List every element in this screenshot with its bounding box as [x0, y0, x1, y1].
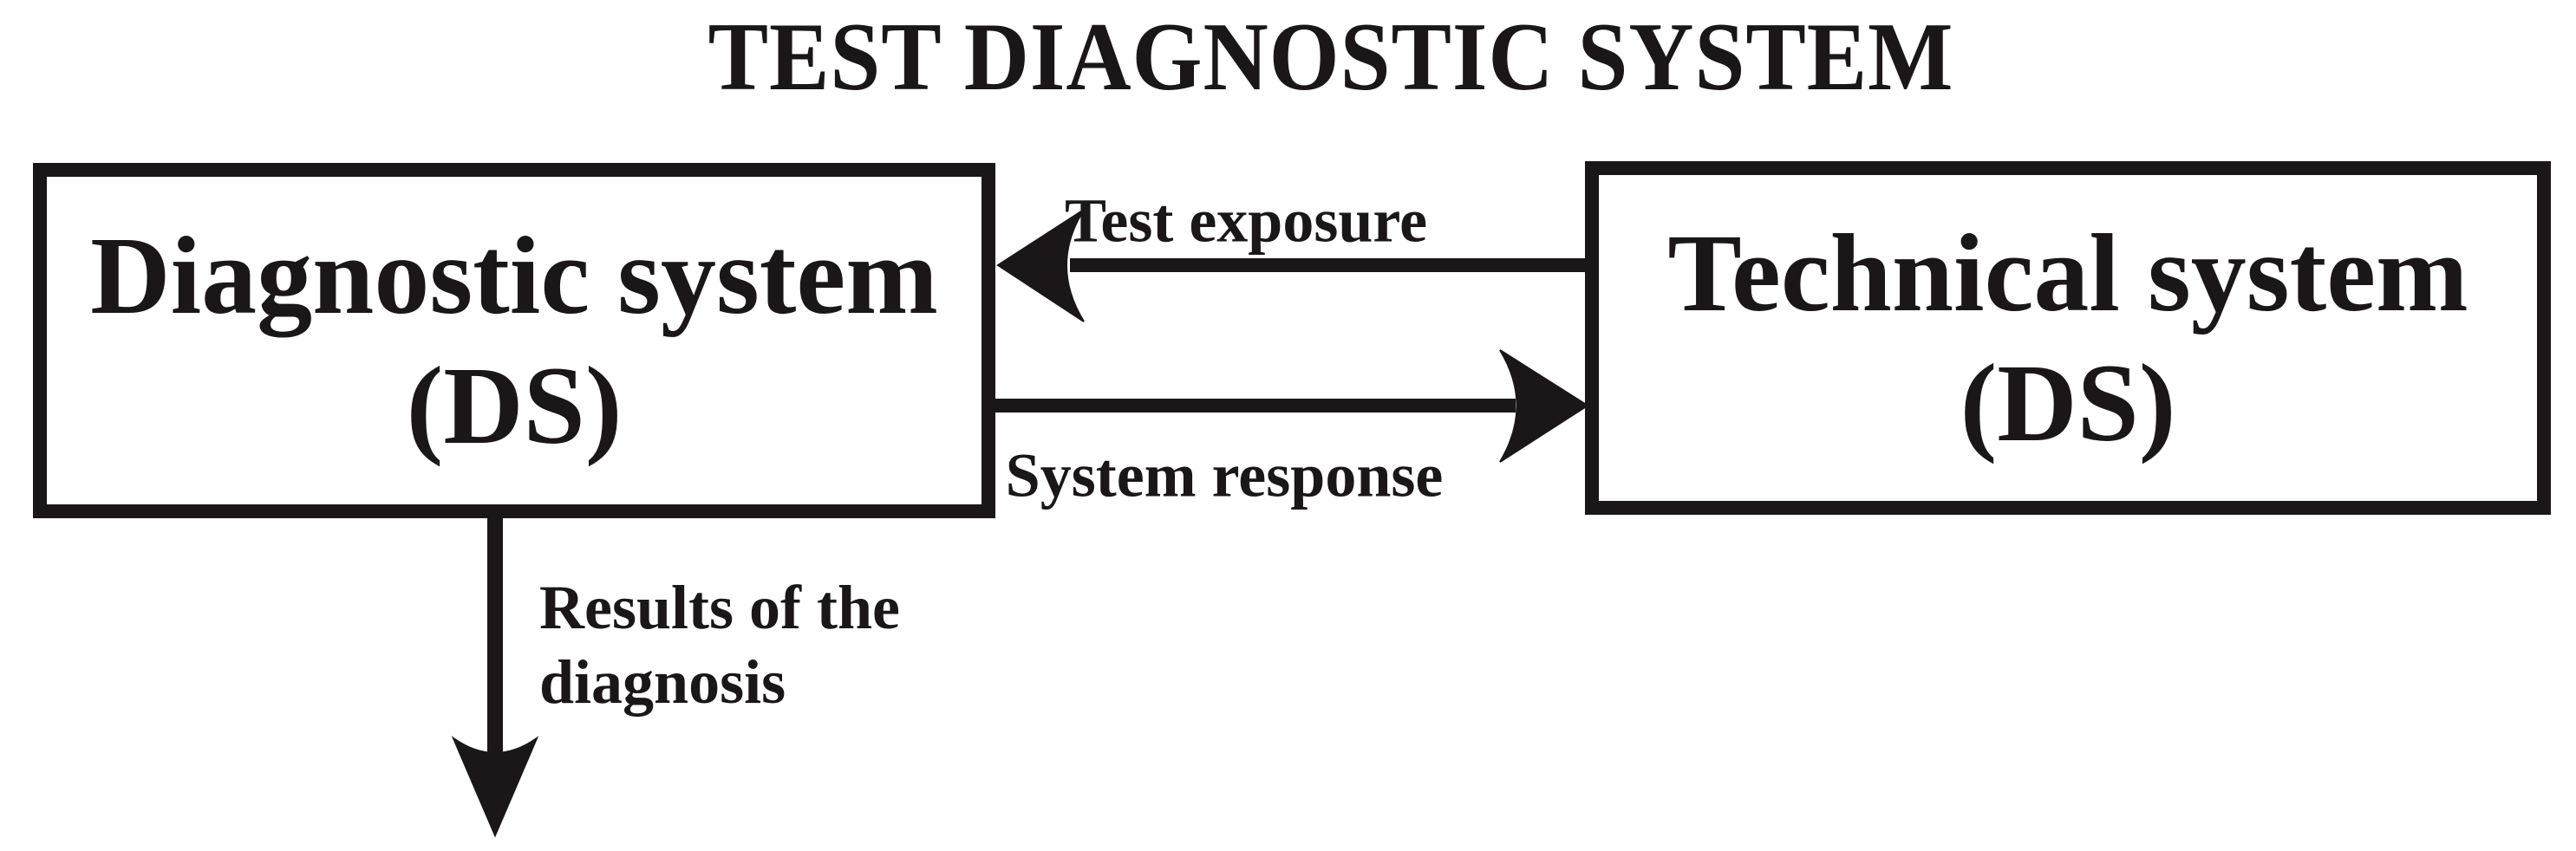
diagnostic-system-box: Diagnostic system (DS) [33, 163, 995, 518]
technical-system-box: Technical system (DS) [1585, 161, 2551, 515]
diagram-title: TEST DIAGNOSTIC SYSTEM [708, 3, 1954, 111]
diagnosis-results-label-line1: Results of the [539, 573, 900, 642]
diagnostic-system-box-abbreviation: (DS) [406, 344, 623, 467]
diagnosis-results-label: Results of the diagnosis [539, 570, 900, 719]
diagnostic-system-box-label: Diagnostic system [90, 214, 938, 337]
technical-system-box-label: Technical system [1667, 211, 2468, 335]
test-exposure-arrow [996, 209, 1594, 322]
technical-system-box-abbreviation: (DS) [1960, 341, 2176, 464]
system-response-label: System response [1005, 440, 1444, 510]
system-response-arrow [988, 349, 1589, 463]
system-response-arrowhead-right-icon [1499, 349, 1589, 463]
diagnosis-results-arrowhead-down-icon [451, 736, 539, 838]
diagnosis-results-arrow [451, 511, 539, 838]
diagnosis-results-label-line2: diagnosis [539, 647, 786, 717]
test-exposure-label: Test exposure [1064, 185, 1428, 256]
test-exposure-arrowhead-left-icon [996, 209, 1085, 322]
